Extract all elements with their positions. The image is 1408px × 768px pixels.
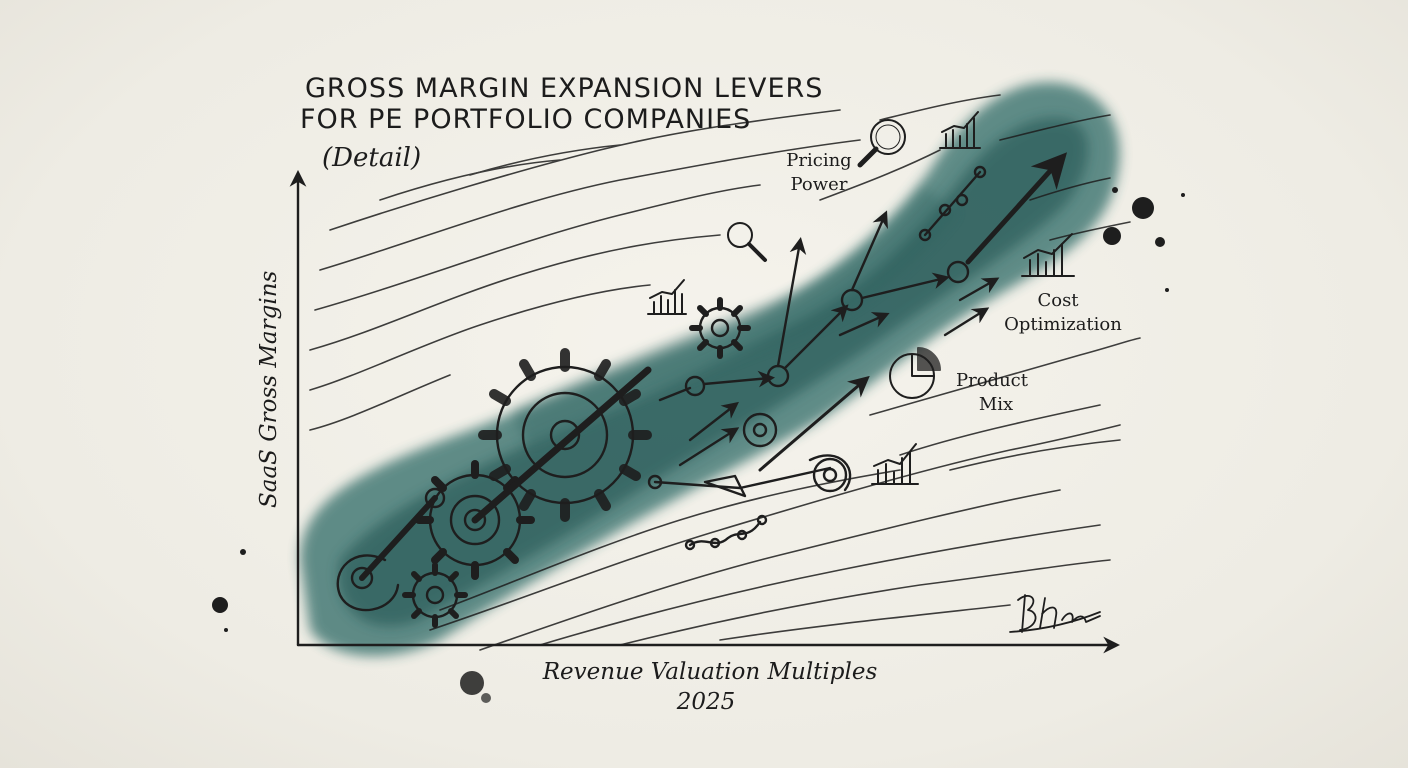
lever-cost-line2: Optimization <box>1004 314 1122 335</box>
ink-splatter <box>212 187 1185 703</box>
lever-pricing-line1: Pricing <box>786 150 851 171</box>
lever-product-line1: Product <box>956 370 1029 391</box>
pie-chart-icon <box>889 347 941 399</box>
large-gear-icon <box>478 348 652 522</box>
gear-assembly <box>336 152 1068 628</box>
small-gear-icon <box>402 562 468 628</box>
signature <box>1009 594 1101 633</box>
lever-pricing-line2: Power <box>791 174 848 195</box>
icons <box>647 111 1075 485</box>
subtitle: (Detail) <box>322 143 421 173</box>
floating-gear-icon <box>689 297 751 359</box>
spiral-start-icon <box>336 554 400 612</box>
contour-lines <box>309 94 1141 651</box>
lever-cost-line1: Cost <box>1037 290 1079 311</box>
medium-gear-icon <box>415 460 535 580</box>
bar-chart-icon <box>1021 233 1075 277</box>
bar-chart-icon <box>647 279 687 315</box>
magnifier-icon <box>857 119 906 168</box>
bar-chart-icon <box>871 443 919 485</box>
x-axis-label: Revenue Valuation Multiples <box>542 659 878 685</box>
bar-chart-icon <box>939 111 981 149</box>
lever-product-line2: Mix <box>979 394 1013 415</box>
magnifier-icon <box>727 222 767 262</box>
title-line-2: FOR PE PORTFOLIO COMPANIES <box>300 104 751 135</box>
title-line-1: GROSS MARGIN EXPANSION LEVERS <box>305 73 823 104</box>
x-axis-year: 2025 <box>676 689 736 715</box>
axes <box>289 169 1121 654</box>
y-axis-label: SaaS Gross Margins <box>256 270 282 508</box>
